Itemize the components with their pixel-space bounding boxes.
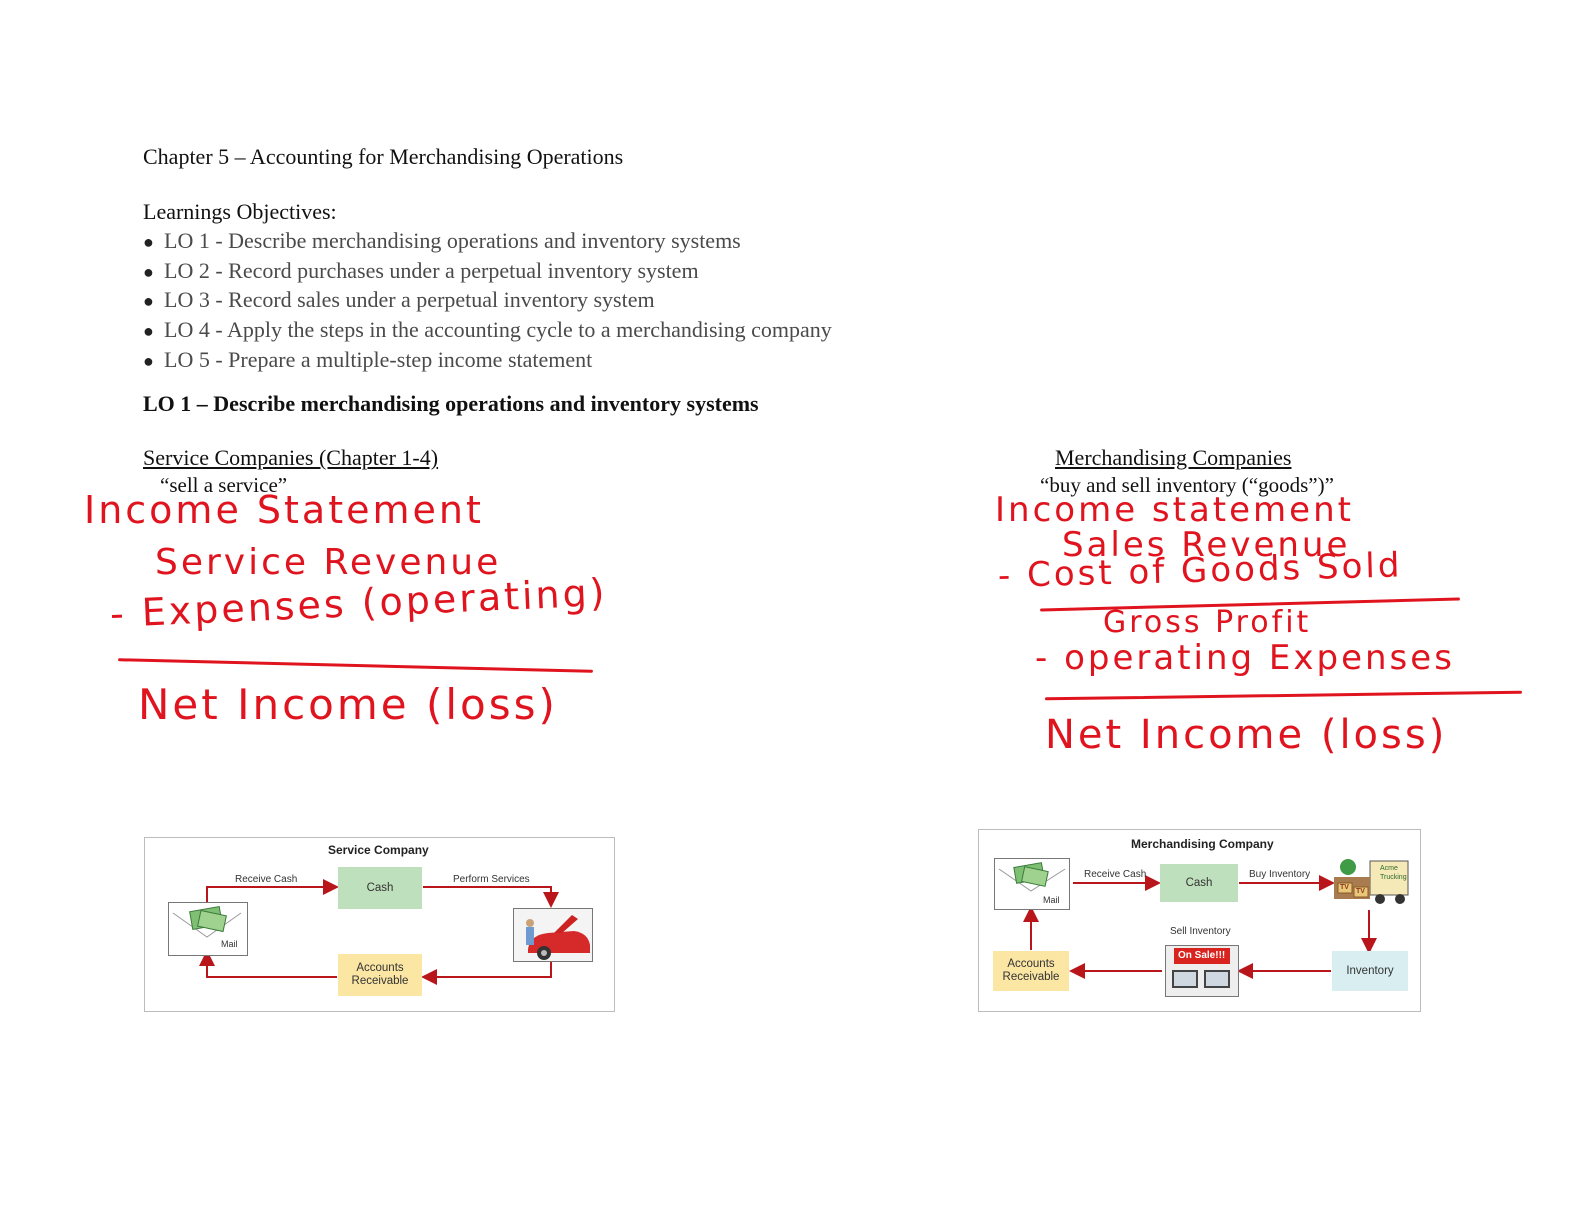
mail-label: Mail [221,939,238,949]
bullet-icon: ● [143,350,154,371]
service-subheading: “sell a service” [160,473,288,497]
section-title: LO 1 – Describe merchandising operations… [143,391,759,416]
list-item: ● LO 4 - Apply the steps in the accountin… [143,316,832,346]
mail-icon: Mail [994,858,1070,910]
objective-text: LO 1 - Describe merchandising operations… [164,228,741,253]
ar-line-2: Receivable [1002,971,1060,983]
service-company-diagram: Service Company Receive Cash Cash Perfor… [144,837,615,1012]
diagram-title: Merchandising Company [1131,837,1274,851]
tv-label: TV [1356,888,1365,895]
objectives-heading: Learnings Objectives: [143,199,337,224]
truck-text-1: Acme [1380,865,1398,872]
flow-arrows [199,879,559,985]
merch-heading: Merchandising Companies [1055,445,1292,470]
sell-inventory-label: Sell Inventory [1170,926,1231,937]
on-sale-label: On Sale!!! [1178,950,1226,961]
bullet-icon: ● [143,261,154,282]
ar-line-1: Accounts [1007,958,1055,970]
mail-icon: Mail [168,902,248,956]
underline-rule [118,658,593,673]
service-heading: Service Companies (Chapter 1-4) [143,445,439,470]
objective-text: LO 5 - Prepare a multiple-step income st… [164,346,593,372]
ar-line-2: Receivable [351,975,409,987]
mail-label: Mail [1043,895,1060,905]
handwritten-note: - Cost of Goods Sold [997,545,1403,596]
handwritten-note: Net Income (loss) [1045,712,1448,758]
merchandising-company-diagram: Merchandising Company Mail Receive Cash … [978,829,1421,1012]
objective-text: LO 2 - Record purchases under a perpetua… [164,257,699,283]
handwritten-note: Net Income (loss) [138,680,558,729]
underline-rule [1045,690,1522,701]
cash-box: Cash [338,867,422,909]
bullet-icon: ● [143,232,154,252]
handwritten-note: Sales Revenue [1062,525,1351,565]
diagram-title: Service Company [328,843,429,857]
cash-box: Cash [1160,864,1238,902]
car-service-icon [513,908,593,962]
list-item: ● LO 5 - Prepare a multiple-step income s… [143,346,832,376]
truck-icon: Acme Trucking TV TV [1334,857,1410,909]
receive-cash-label: Receive Cash [235,874,298,885]
objective-text: LO 4 - Apply the steps in the accounting… [164,317,832,343]
handwritten-note: Gross Profit [1103,605,1312,640]
merch-subheading: “buy and sell inventory (“goods”)” [1040,473,1334,497]
ar-line-1: Accounts [356,962,404,974]
handwritten-note: Service Revenue [155,542,502,583]
tv-label: TV [1340,884,1349,891]
handwritten-note: - operating Expenses [1035,638,1455,678]
list-item: ● LO 2 - Record purchases under a perpetu… [143,257,832,287]
perform-services-label: Perform Services [453,874,530,885]
objective-text: LO 3 - Record sales under a perpetual in… [164,287,655,313]
inventory-box: Inventory [1332,951,1408,991]
handwritten-note: Income Statement [84,488,484,532]
page-title: Chapter 5 – Accounting for Merchandising… [143,144,624,169]
bullet-icon: ● [143,291,154,312]
buy-inventory-label: Buy Inventory [1249,869,1311,880]
bullet-icon: ● [143,321,154,342]
list-item: ● LO 1 - Describe merchandising operation… [143,227,832,257]
flow-arrows [1023,875,1377,979]
list-item: ● LO 3 - Record sales under a perpetual i… [143,286,832,316]
store-display-icon: On Sale!!! [1165,945,1239,997]
objectives-list: ● LO 1 - Describe merchandising operation… [143,227,832,376]
handwritten-note: Income statement [995,490,1354,530]
receive-cash-label: Receive Cash [1084,869,1147,880]
truck-text-2: Trucking [1380,874,1407,881]
